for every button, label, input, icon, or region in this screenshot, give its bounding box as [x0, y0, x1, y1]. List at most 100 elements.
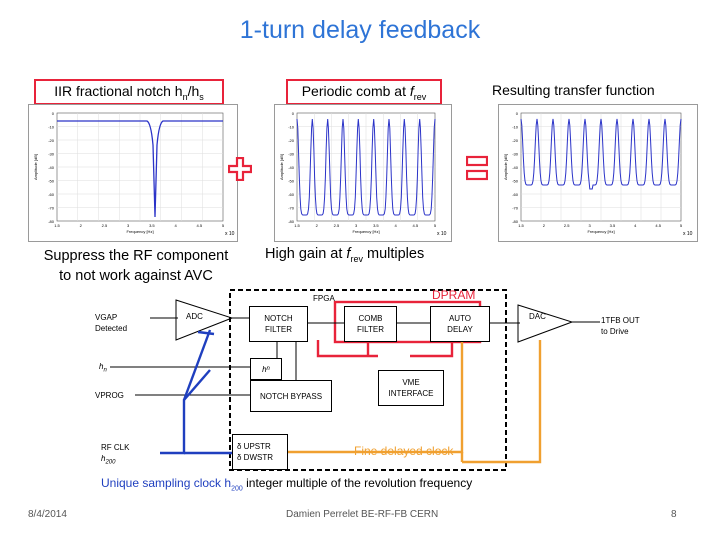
- plus-icon: [227, 156, 253, 182]
- equals-icon: [465, 154, 489, 182]
- comb-trace: [296, 118, 436, 216]
- x-tick-label: 4.5: [197, 223, 203, 228]
- y-tick-label: -80: [48, 219, 55, 224]
- iir-notch-label: IIR fractional notch hn/hs: [34, 79, 224, 105]
- high-gain-caption: High gain at frev multiples: [265, 246, 425, 264]
- y-axis-label: Amplitude [dB]: [279, 154, 284, 180]
- dac-label: DAC: [529, 312, 546, 321]
- y-tick-label: -70: [48, 206, 55, 211]
- y-tick-label: -40: [288, 165, 295, 170]
- x-tick-label: 3: [127, 223, 130, 228]
- fpga-label: FPGA: [313, 294, 335, 303]
- x-axis-label: Frequency [Hz]: [587, 229, 614, 234]
- y-tick-label: -10: [48, 125, 55, 130]
- y-tick-label: -30: [48, 152, 55, 157]
- dpram-label: DPRAM: [432, 288, 476, 302]
- x-tick-label: 1.5: [518, 223, 524, 228]
- x-tick-label: 3: [588, 223, 591, 228]
- y-tick-label: -50: [48, 179, 55, 184]
- y-tick-label: -60: [48, 192, 55, 197]
- y-tick-label: 0: [516, 111, 519, 116]
- y-tick-label: -40: [512, 165, 519, 170]
- y-tick-label: -60: [512, 192, 519, 197]
- y-tick-label: -30: [512, 152, 519, 157]
- x-tick-label: 5: [222, 223, 225, 228]
- notch-bypass-block: NOTCH BYPASS: [250, 380, 332, 412]
- resulting-transfer-label: Resulting transfer function: [492, 82, 655, 98]
- comb-plot-svg: 0 -10 -20 -30 -40 -50 -60 -70 -801.5 2 2.5 3 3.5 4 4.5…: [279, 111, 447, 237]
- y-tick-label: -60: [288, 192, 295, 197]
- x-tick-label: 2.5: [564, 223, 570, 228]
- x-tick-label: 5: [434, 223, 437, 228]
- y-tick-label: -50: [288, 179, 295, 184]
- notch-plot-svg: 0 -10 -20 -30 -40 -50 -60 -70 -801.5 2 2.5 3 3.5 4 4.5…: [33, 111, 235, 237]
- x-tick-label: 4.5: [655, 223, 661, 228]
- dac-shape: [517, 304, 574, 343]
- rf-clk-label: RF CLK h200: [101, 443, 130, 466]
- result-trace: [520, 118, 682, 190]
- x-tick-label: 4: [634, 223, 637, 228]
- x-tick-label: 4: [394, 223, 397, 228]
- y-tick-label: -40: [48, 165, 55, 170]
- adc-shape: [175, 299, 234, 341]
- y-tick-label: -80: [288, 219, 295, 224]
- y-tick-label: -20: [288, 138, 295, 143]
- hn-input-label: hn: [99, 362, 107, 374]
- y-tick-label: -70: [512, 206, 519, 211]
- vprog-label: VPROG: [95, 391, 124, 400]
- x-scale-label: x 10: [437, 231, 447, 237]
- unique-clock-caption: Unique sampling clock h200 integer multi…: [101, 476, 473, 493]
- footer-author: Damien Perrelet BE-RF-FB CERN: [286, 509, 439, 520]
- x-tick-label: 5: [680, 223, 683, 228]
- y-axis-label: Amplitude [dB]: [33, 154, 38, 180]
- x-scale-label: x 10: [683, 231, 693, 237]
- y-tick-label: -20: [512, 138, 519, 143]
- footer-date: 8/4/2014: [28, 509, 67, 520]
- y-tick-label: 0: [292, 111, 295, 116]
- x-axis-label: Frequency [Hz]: [352, 229, 379, 234]
- y-tick-label: -10: [288, 125, 295, 130]
- fine-delayed-clock-label: Fine delayed clock: [354, 444, 454, 458]
- x-tick-label: 3: [355, 223, 358, 228]
- y-tick-label: -30: [288, 152, 295, 157]
- x-tick-label: 3.5: [373, 223, 379, 228]
- result-plot-svg: 0 -10 -20 -30 -40 -50 -60 -70 -801.5 2 2.5 3 3.5 4 4.5…: [503, 111, 693, 237]
- x-tick-label: 1.5: [294, 223, 300, 228]
- y-tick-label: -50: [512, 179, 519, 184]
- x-scale-label: x 10: [225, 231, 235, 237]
- x-tick-label: 2: [543, 223, 546, 228]
- x-tick-label: 4.5: [413, 223, 419, 228]
- x-tick-label: 2.5: [334, 223, 340, 228]
- y-tick-label: -20: [48, 138, 55, 143]
- footer-page: 8: [671, 509, 677, 520]
- x-tick-label: 2.5: [102, 223, 108, 228]
- fpga-boundary: [229, 289, 507, 471]
- adc-label: ADC: [186, 312, 203, 321]
- notch-trace: [57, 120, 223, 218]
- x-tick-label: 2: [80, 223, 83, 228]
- y-tick-label: -80: [512, 219, 519, 224]
- x-tick-label: 1.5: [54, 223, 60, 228]
- x-tick-label: 3.5: [610, 223, 616, 228]
- suppress-caption: Suppress the RF component to not work ag…: [43, 248, 229, 284]
- y-axis-label: Amplitude [dB]: [503, 154, 508, 180]
- x-tick-label: 3.5: [149, 223, 155, 228]
- x-axis-label: Frequency [Hz]: [126, 229, 153, 234]
- page-title: 1-turn delay feedback: [239, 16, 481, 44]
- y-tick-label: -70: [288, 206, 295, 211]
- y-tick-label: 0: [52, 111, 55, 116]
- x-tick-label: 4: [174, 223, 177, 228]
- y-tick-label: -10: [512, 125, 519, 130]
- x-tick-label: 2: [316, 223, 319, 228]
